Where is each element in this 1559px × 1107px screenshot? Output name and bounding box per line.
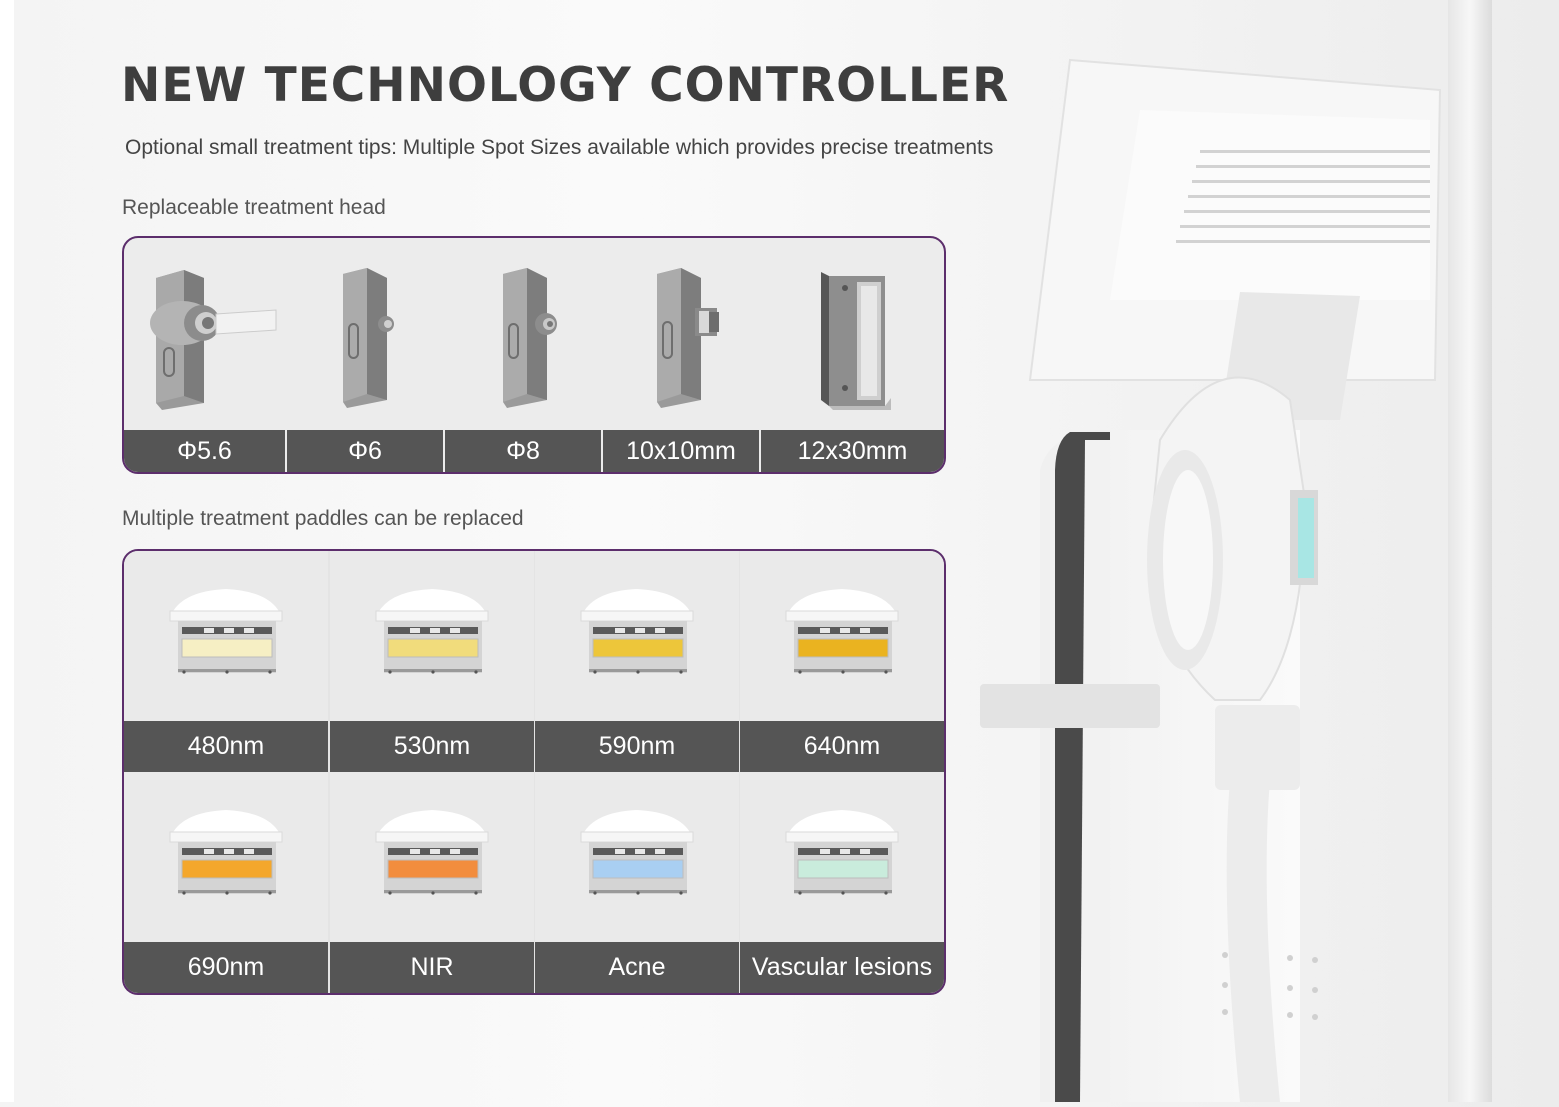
treatment-head-10x10-image bbox=[603, 238, 761, 430]
paddle-image bbox=[740, 551, 944, 721]
treatment-head-label: Φ6 bbox=[287, 430, 445, 472]
page-edge bbox=[0, 0, 14, 1102]
treatment-heads-panel: Φ5.6 Φ6 Φ8 10x10mm 12x30mm bbox=[122, 236, 946, 474]
heads-section-label: Replaceable treatment head bbox=[122, 196, 386, 219]
paddle-label: 480nm bbox=[124, 721, 328, 772]
paddle-label: 530nm bbox=[330, 721, 534, 772]
treatment-head-phi6-image bbox=[287, 238, 445, 430]
paddle-label: 690nm bbox=[124, 942, 328, 993]
paddle-illustration bbox=[580, 589, 694, 674]
paddle-illustration bbox=[375, 810, 489, 895]
paddle-illustration bbox=[375, 589, 489, 674]
paddle-image bbox=[124, 772, 328, 942]
treatment-heads-images bbox=[124, 238, 944, 430]
paddle-label: NIR bbox=[330, 942, 534, 993]
treatment-paddles-panel: 480nm 530nm 590nm 640nm 690nm NIR Acne V… bbox=[122, 549, 946, 995]
paddle-illustration bbox=[785, 589, 899, 674]
paddle-image bbox=[124, 551, 328, 721]
paddle-label: 640nm bbox=[740, 721, 944, 772]
treatment-head-phi8-image bbox=[445, 238, 603, 430]
treatment-head-label: 12x30mm bbox=[797, 436, 908, 465]
paddle-label: Acne bbox=[535, 942, 739, 993]
paddle-image bbox=[535, 551, 739, 721]
paddles-section-label: Multiple treatment paddles can be replac… bbox=[122, 507, 524, 530]
page-subtitle: Optional small treatment tips: Multiple … bbox=[125, 136, 994, 159]
paddle-image bbox=[330, 772, 534, 942]
treatment-head-label: 10x10mm bbox=[603, 430, 761, 472]
paddle-image bbox=[740, 772, 944, 942]
paddle-grid: 480nm 530nm 590nm 640nm 690nm NIR Acne V… bbox=[124, 551, 944, 993]
paddle-image bbox=[535, 772, 739, 942]
paddle-illustration bbox=[580, 810, 694, 895]
page-title: NEW TECHNOLOGY CONTROLLER bbox=[121, 58, 1010, 113]
paddle-label: Vascular lesions bbox=[740, 942, 944, 993]
paddle-illustration bbox=[169, 810, 283, 895]
paddle-label: 590nm bbox=[535, 721, 739, 772]
ipl-device-illustration bbox=[960, 0, 1559, 1102]
paddle-illustration bbox=[785, 810, 899, 895]
paddle-image bbox=[330, 551, 534, 721]
treatment-heads-label-bar: Φ5.6 Φ6 Φ8 10x10mm 12x30mm bbox=[124, 430, 944, 472]
treatment-head-label: Φ8 bbox=[445, 430, 603, 472]
treatment-head-12x30-image bbox=[761, 238, 944, 430]
paddle-illustration bbox=[169, 589, 283, 674]
treatment-head-phi56-image bbox=[124, 238, 287, 430]
treatment-head-label: Φ5.6 bbox=[124, 430, 287, 472]
